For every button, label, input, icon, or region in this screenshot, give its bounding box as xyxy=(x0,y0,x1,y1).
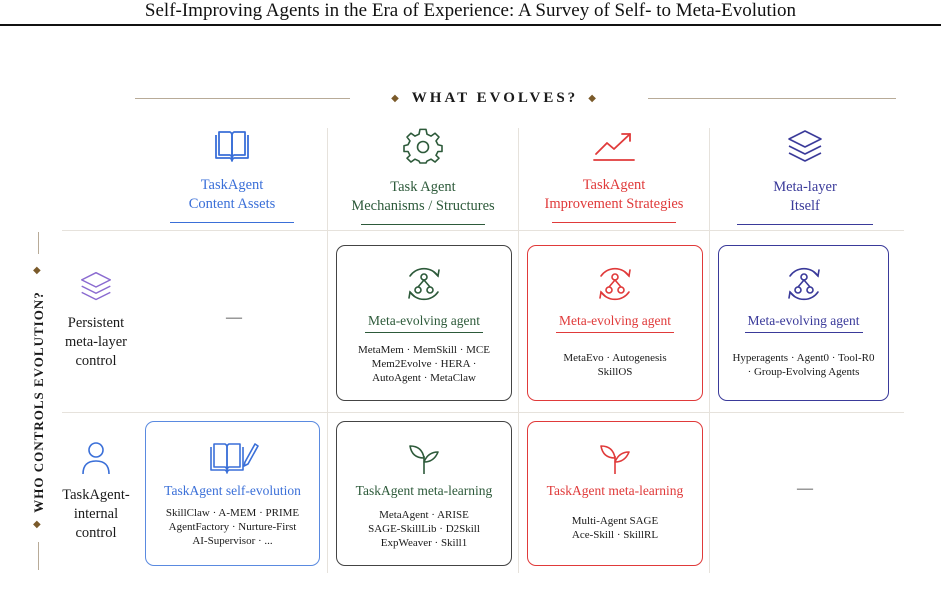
card-line: SAGE-SkillLib · D2Skill xyxy=(368,523,480,535)
layers-icon xyxy=(80,271,112,301)
column-header-strategies: TaskAgent Improvement Strategies xyxy=(519,128,709,223)
card-line: SkillClaw · A-MEM · PRIME xyxy=(165,507,300,519)
column-underline xyxy=(361,224,485,225)
card-line: Mem2Evolve · HERA · xyxy=(371,358,477,370)
who-controls-rule-bottom xyxy=(38,542,39,570)
diamond-icon: ◆ xyxy=(33,519,41,530)
card-line: · Group-Evolving Agents xyxy=(747,366,860,378)
card-line: Hyperagents · Agent0 · Tool-R0 xyxy=(732,352,875,364)
column-label-line2: Content Assets xyxy=(188,196,276,212)
card-r2-content-assets: TaskAgent self-evolution SkillClaw · A-M… xyxy=(145,421,320,566)
column-label-line2: Improvement Strategies xyxy=(544,196,684,212)
column-separator xyxy=(518,128,519,573)
column-label-line1: TaskAgent xyxy=(582,177,646,193)
card-line: MetaMem · MemSkill · MCE xyxy=(358,344,490,356)
column-header-content-assets: TaskAgent Content Assets xyxy=(137,128,327,223)
row-label-line2: meta-layer xyxy=(65,334,127,350)
row-label-line3: control xyxy=(75,353,117,369)
card-title-underline xyxy=(365,332,483,333)
sprout-icon xyxy=(600,445,630,474)
card-title-underline xyxy=(744,332,863,333)
row-separator xyxy=(62,230,904,231)
row-header-persistent: Persistent meta-layer control xyxy=(56,270,136,371)
card-title: TaskAgent self-evolution xyxy=(164,483,301,498)
card-title: TaskAgent meta-learning xyxy=(355,483,493,498)
who-controls-rule-top xyxy=(38,232,39,254)
column-separator xyxy=(327,128,328,573)
card-r1-meta-layer: Meta-evolving agent Hyperagents · Agent0… xyxy=(718,245,889,401)
what-evolves-title: ◆ WHAT EVOLVES? ◆ xyxy=(360,88,630,109)
row-header-internal: TaskAgent- internal control xyxy=(56,440,136,543)
sprout-icon xyxy=(409,445,439,474)
row-label-line2: internal xyxy=(73,506,119,522)
meta-cycle-icon xyxy=(787,267,820,301)
row-label-line1: TaskAgent- xyxy=(62,487,130,503)
row-separator xyxy=(62,412,904,413)
card-line: ExpWeaver · Skill1 xyxy=(380,537,468,549)
card-line: Multi-Agent SAGE xyxy=(571,515,659,527)
layers-icon xyxy=(788,130,822,162)
column-label-line1: Meta-layer xyxy=(773,179,837,195)
gear-icon xyxy=(403,128,443,164)
meta-cycle-icon xyxy=(408,267,440,301)
card-title: Meta-evolving agent xyxy=(367,313,481,328)
card-r2-mechanisms: TaskAgent meta-learning MetaAgent · ARIS… xyxy=(336,421,512,566)
empty-cell-marker: — xyxy=(797,480,813,497)
column-label-line1: Task Agent xyxy=(390,179,456,195)
column-underline xyxy=(170,222,294,223)
header-rule xyxy=(0,24,941,26)
what-evolves-label: WHAT EVOLVES? xyxy=(411,90,579,106)
column-label-line1: TaskAgent xyxy=(200,177,264,193)
card-r1-mechanisms: Meta-evolving agent MetaMem · MemSkill ·… xyxy=(336,245,512,401)
empty-cell-marker: — xyxy=(226,309,242,326)
what-evolves-rule-right xyxy=(648,98,896,99)
card-line: AutoAgent · MetaClaw xyxy=(372,372,476,384)
column-header-mechanisms: Task Agent Mechanisms / Structures xyxy=(328,128,518,225)
diamond-icon: ◆ xyxy=(391,92,402,104)
meta-cycle-icon xyxy=(599,267,631,301)
card-title: Meta-evolving agent xyxy=(558,313,672,328)
diamond-icon: ◆ xyxy=(588,92,599,104)
card-line: Ace-Skill · SkillRL xyxy=(571,529,659,541)
column-underline xyxy=(737,224,873,225)
card-title: Meta-evolving agent xyxy=(747,313,860,328)
card-title-underline xyxy=(556,332,674,333)
card-line: SkillOS xyxy=(597,366,633,378)
who-controls-label: WHO CONTROLS EVOLUTION? xyxy=(31,291,46,513)
row-label-line3: control xyxy=(75,525,117,541)
card-line: AI-Supervisor · ... xyxy=(192,535,273,547)
column-label-line2: Mechanisms / Structures xyxy=(351,198,495,214)
who-controls-axis: ◆ WHO CONTROLS EVOLUTION? ◆ xyxy=(22,230,56,575)
book-pen-icon xyxy=(209,443,259,474)
card-r2-strategies: TaskAgent meta-learning Multi-Agent SAGE… xyxy=(527,421,703,566)
card-r1-strategies: Meta-evolving agent MetaEvo · Autogenesi… xyxy=(527,245,703,401)
card-title: TaskAgent meta-learning xyxy=(546,483,684,498)
column-separator xyxy=(709,128,710,573)
trend-up-icon xyxy=(593,133,635,161)
person-icon xyxy=(82,442,110,475)
card-line: MetaAgent · ARISE xyxy=(379,509,469,521)
column-underline xyxy=(552,222,676,223)
card-line: AgentFactory · Nurture-First xyxy=(168,521,297,533)
card-line: MetaEvo · Autogenesis xyxy=(563,352,667,364)
running-head: Self-Improving Agents in the Era of Expe… xyxy=(144,0,797,21)
row-label-line1: Persistent xyxy=(67,315,125,331)
diamond-icon: ◆ xyxy=(33,265,41,276)
book-icon xyxy=(215,131,249,162)
what-evolves-rule-left xyxy=(135,98,350,99)
column-label-line2: Itself xyxy=(790,198,820,214)
column-header-meta-layer: Meta-layer Itself xyxy=(710,128,900,225)
